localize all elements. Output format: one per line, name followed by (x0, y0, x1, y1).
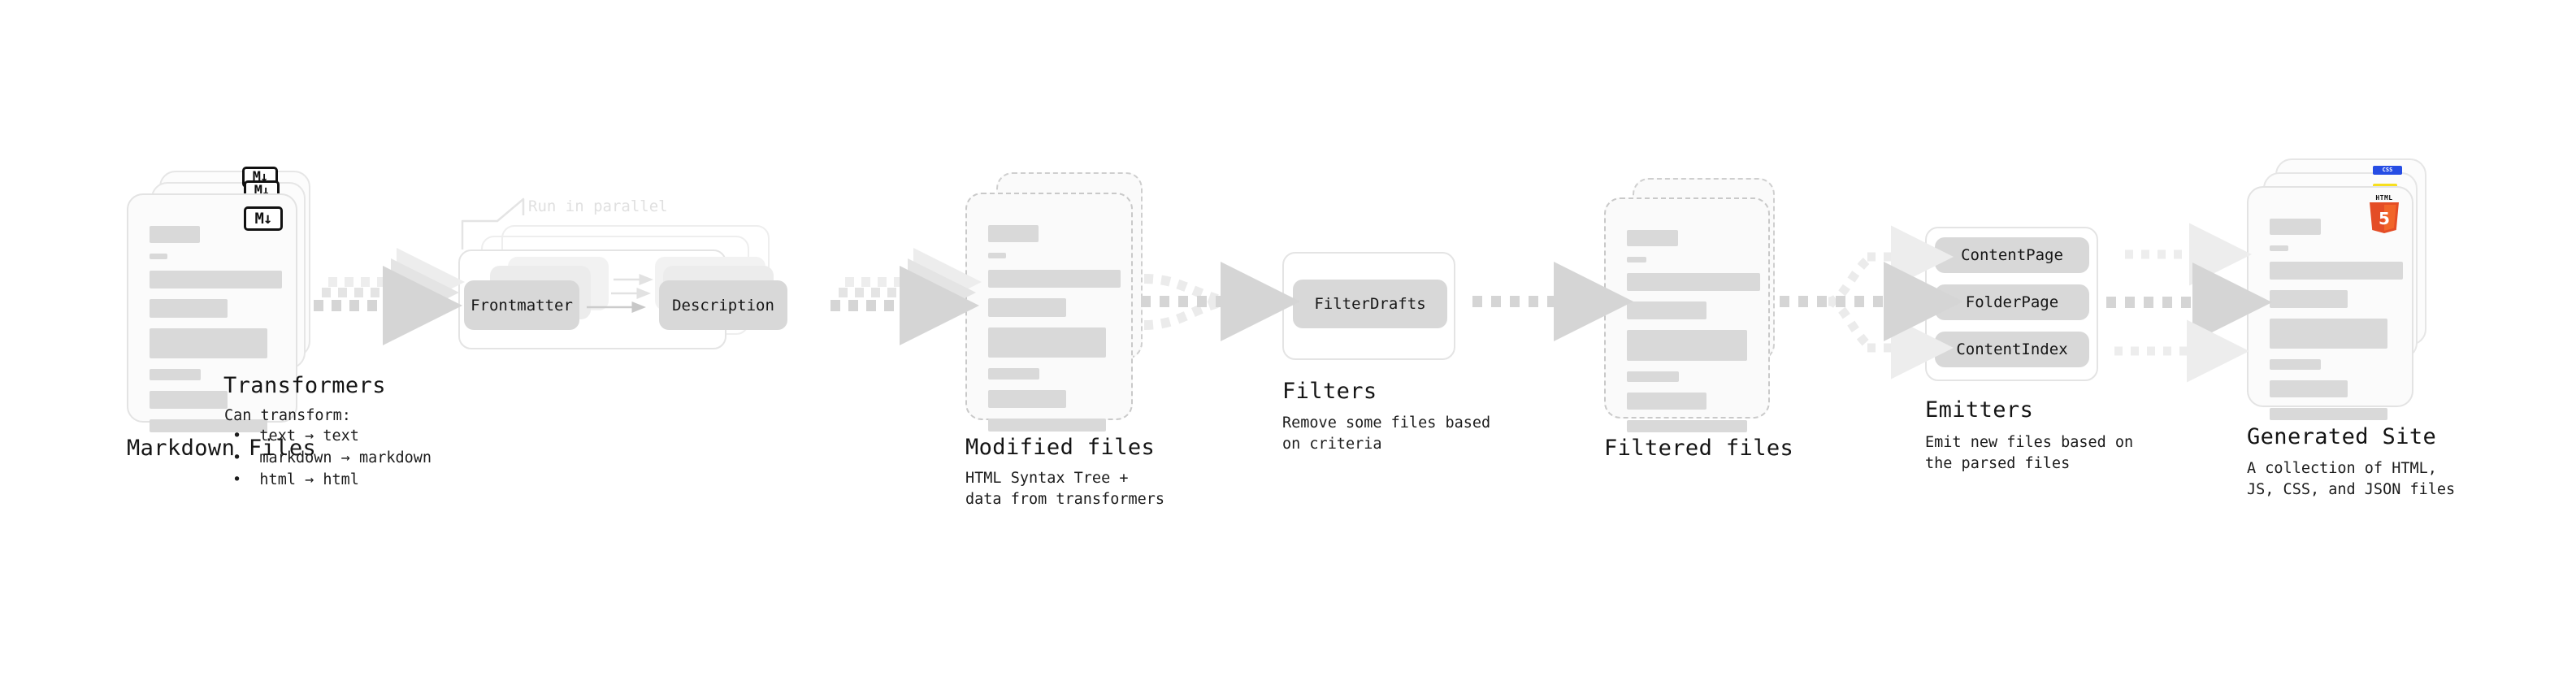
modified-file-card (965, 193, 1133, 432)
generated-site-subtitle: A collection of HTML, JS, CSS, and JSON … (2247, 460, 2456, 498)
connector-md-to-transformers (314, 248, 465, 345)
css-badge: CSS (2373, 166, 2402, 175)
filters-subtitle: Remove some files based on criteria (1282, 414, 1491, 453)
site-placeholder-bars (2270, 219, 2403, 431)
html5-shield-icon: 5 (2370, 202, 2399, 233)
bullet-text: markdown → markdown (259, 449, 432, 466)
emitters-subtitle: Emit new files based on the parsed files (1925, 434, 2134, 472)
modified-files-title: Modified files (965, 435, 1156, 460)
transformer-node-frontmatter[interactable]: Frontmatter (464, 280, 579, 330)
transformer-node-description[interactable]: Description (659, 280, 787, 330)
transformers-subtitle: Can transform: (224, 407, 351, 424)
modified-placeholder-bars (988, 225, 1121, 442)
svg-text:5: 5 (2379, 209, 2390, 228)
emitter-node-contentindex[interactable]: ContentIndex (1935, 332, 2089, 367)
generated-site-title: Generated Site (2247, 424, 2437, 449)
emitters-title: Emitters (1925, 397, 2034, 423)
bullet-text: text → text (259, 427, 359, 445)
css-badge-label: CSS (2382, 167, 2393, 173)
generated-site-card: HTML 5 (2247, 186, 2413, 420)
markdown-badge: M↓ (244, 206, 283, 231)
transformers-bullet-2: • html → html (232, 471, 359, 488)
filtered-placeholder-bars (1627, 230, 1760, 443)
markdown-files-title: Markdown Files (127, 436, 317, 461)
filter-node-filterdrafts[interactable]: FilterDrafts (1293, 280, 1447, 328)
markdown-placeholder-bars (150, 226, 282, 443)
transformers-bullet-0: • text → text (232, 427, 359, 445)
connector-transformers-to-modified (830, 248, 982, 345)
connector-filtered-to-emitters (1780, 225, 1963, 380)
run-in-parallel-label: Run in parallel (528, 197, 668, 215)
bullet-text: html → html (259, 471, 359, 488)
html5-badge-word: HTML (2375, 194, 2393, 202)
modified-files-subtitle: HTML Syntax Tree + data from transformer… (965, 470, 1165, 508)
filtered-files-title: Filtered files (1604, 436, 1794, 461)
transformers-bullet-1: • markdown → markdown (232, 449, 432, 466)
connector-modified-to-filters (1141, 262, 1300, 341)
html5-badge: HTML 5 (2366, 194, 2402, 233)
connector-emitters-to-site (2106, 223, 2272, 383)
emitter-node-contentpage[interactable]: ContentPage (1935, 237, 2089, 273)
filtered-file-card (1604, 197, 1770, 432)
filters-title: Filters (1282, 379, 1377, 404)
emitter-node-folderpage[interactable]: FolderPage (1935, 284, 2089, 320)
transformers-heading: Transformers (223, 373, 386, 398)
markdown-file-card: M↓ (127, 193, 297, 432)
